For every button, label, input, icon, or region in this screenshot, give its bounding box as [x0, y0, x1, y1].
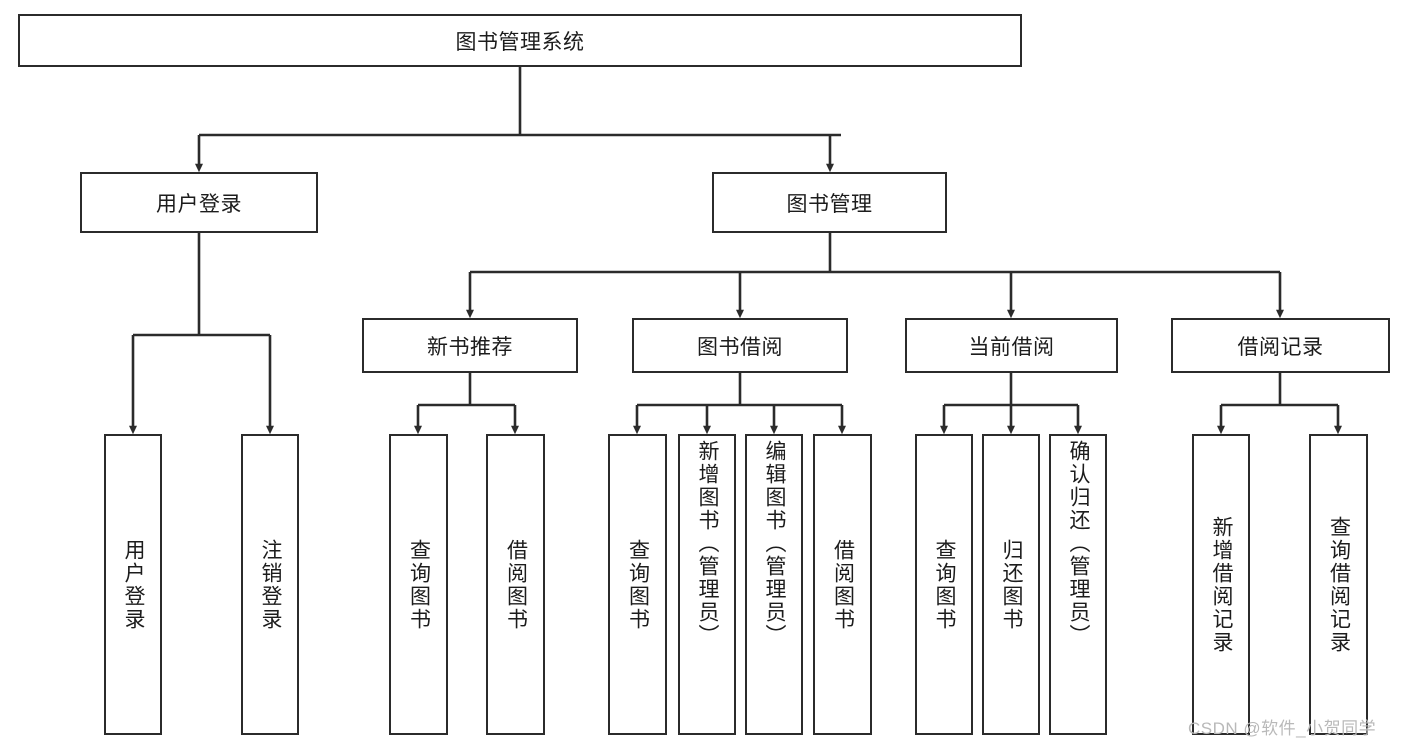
- leaf-logout-login[interactable]: 注销登录: [241, 434, 299, 735]
- node-book-borrow[interactable]: 图书借阅: [632, 318, 848, 373]
- leaf-add-borrow-record[interactable]: 新增借阅记录: [1192, 434, 1250, 735]
- leaf-query-borrow-record[interactable]: 查询借阅记录: [1309, 434, 1368, 735]
- leaf-query-book-borrow[interactable]: 查询图书: [608, 434, 667, 735]
- leaf-borrow-book[interactable]: 借阅图书: [813, 434, 872, 735]
- leaf-edit-book-admin[interactable]: 编辑图书（管理员）: [745, 434, 803, 735]
- leaf-borrow-book-recommend[interactable]: 借阅图书: [486, 434, 545, 735]
- node-root-system[interactable]: 图书管理系统: [18, 14, 1022, 67]
- leaf-return-book[interactable]: 归还图书: [982, 434, 1040, 735]
- node-user-login[interactable]: 用户登录: [80, 172, 318, 233]
- leaf-confirm-return-admin[interactable]: 确认归还（管理员）: [1049, 434, 1107, 735]
- node-current-borrow[interactable]: 当前借阅: [905, 318, 1118, 373]
- node-borrow-record[interactable]: 借阅记录: [1171, 318, 1390, 373]
- leaf-user-login[interactable]: 用户登录: [104, 434, 162, 735]
- leaf-query-book-recommend[interactable]: 查询图书: [389, 434, 448, 735]
- node-book-management[interactable]: 图书管理: [712, 172, 947, 233]
- node-new-book-recommend[interactable]: 新书推荐: [362, 318, 578, 373]
- csdn-watermark: CSDN @软件_小贺同学: [1188, 719, 1377, 738]
- leaf-add-book-admin[interactable]: 新增图书（管理员）: [678, 434, 736, 735]
- leaf-query-book-current[interactable]: 查询图书: [915, 434, 973, 735]
